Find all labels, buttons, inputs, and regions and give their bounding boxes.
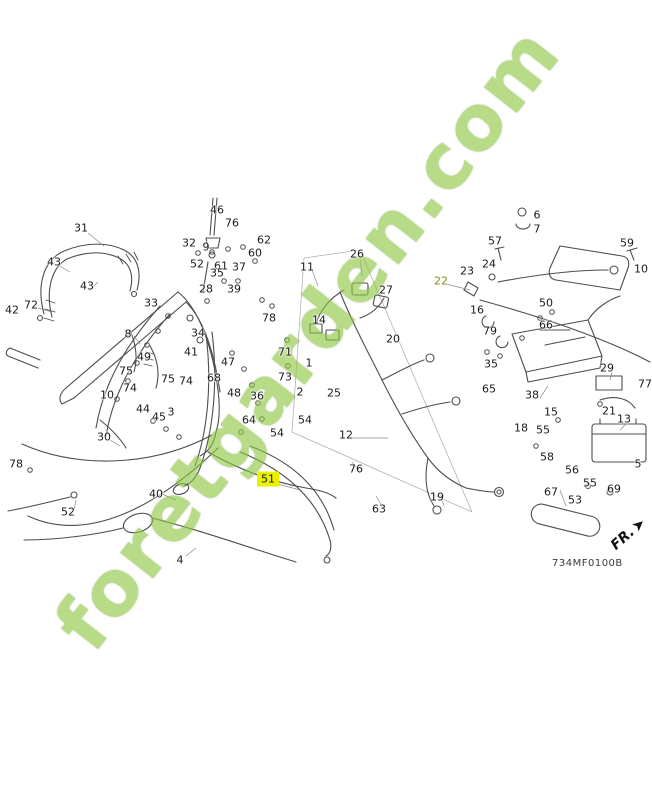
part-number-label: 18 (514, 421, 528, 435)
part-number-label: 55 (583, 476, 597, 490)
part-number-label: 76 (225, 216, 239, 230)
part-number-label: 21 (602, 404, 616, 418)
part-number-label: 44 (136, 402, 150, 416)
part-number-label: 52 (190, 257, 204, 271)
part-number-label: 67 (544, 485, 558, 499)
part-number-label: 54 (298, 413, 312, 427)
part-number-label: 59 (620, 236, 634, 250)
part-number-label: 33 (144, 296, 158, 310)
part-number-label: 78 (262, 311, 276, 325)
part-number-label: 11 (300, 260, 314, 274)
part-number-label: 47 (221, 355, 235, 369)
part-number-label: 20 (386, 332, 400, 346)
part-number-label: 34 (191, 326, 205, 340)
part-number-label: 54 (270, 426, 284, 440)
part-number-label: 8 (124, 327, 132, 341)
part-number-label: 30 (97, 430, 111, 444)
part-number-label: 74 (123, 381, 137, 395)
part-number-label: 49 (137, 350, 151, 364)
part-number-label: 75 (161, 372, 175, 386)
part-number-label: 73 (278, 370, 292, 384)
part-number-label: 38 (525, 388, 539, 402)
part-number-label: 77 (638, 377, 652, 391)
part-number-label: 1 (305, 356, 313, 370)
part-number-label: 37 (232, 260, 246, 274)
part-number-label: 58 (540, 450, 554, 464)
part-number-label: 16 (470, 303, 484, 317)
part-number-label: 19 (430, 490, 444, 504)
part-number-label: 32 (182, 236, 196, 250)
part-number-label: 46 (210, 203, 224, 217)
part-number-label: 13 (617, 412, 631, 426)
part-number-label: 55 (536, 423, 550, 437)
part-number-label: 42 (5, 303, 19, 317)
part-number-label: 23 (460, 264, 474, 278)
part-number-label: 50 (539, 296, 553, 310)
part-number-label: 45 (152, 410, 166, 424)
part-number-label: 72 (24, 298, 38, 312)
part-number-label: 6 (533, 208, 541, 222)
part-number-label: 79 (483, 324, 497, 338)
part-number-label: 26 (350, 247, 364, 261)
part-number-label: 22 (434, 274, 448, 288)
part-number-label: 36 (250, 389, 264, 403)
part-number-label: 3 (167, 405, 175, 419)
part-number-label: 14 (312, 313, 326, 327)
part-number-label: 4 (176, 553, 184, 567)
part-number-label: 35 (210, 266, 224, 280)
part-number-label: 15 (544, 405, 558, 419)
part-number-label: 52 (61, 505, 75, 519)
part-number-label: 31 (74, 221, 88, 235)
part-number-label: 60 (248, 246, 262, 260)
part-number-label: 39 (227, 282, 241, 296)
part-number-label: 7 (533, 222, 541, 236)
part-number-label: 28 (199, 282, 213, 296)
part-number-label: 35 (484, 357, 498, 371)
part-number-label: 43 (80, 279, 94, 293)
part-number-label: 74 (179, 374, 193, 388)
part-number-label: 5 (634, 457, 642, 471)
part-number-label: 64 (242, 413, 256, 427)
part-number-label: 27 (379, 283, 393, 297)
part-number-label: 76 (349, 462, 363, 476)
part-number-label: 2 (296, 385, 304, 399)
part-number-label: 29 (600, 361, 614, 375)
part-number-label: 41 (184, 345, 198, 359)
part-number-label: 25 (327, 386, 341, 400)
diagram-code: 734MF0100B (552, 558, 623, 569)
part-number-label: 24 (482, 257, 496, 271)
part-number-label: 71 (278, 345, 292, 359)
part-number-label: 68 (207, 371, 221, 385)
part-number-label: 57 (488, 234, 502, 248)
part-number-label: 66 (539, 318, 553, 332)
part-number-label: 63 (372, 502, 386, 516)
part-number-label: 40 (149, 487, 163, 501)
part-number-label: 10 (100, 388, 114, 402)
part-number-label: 78 (9, 457, 23, 471)
part-number-label: 53 (568, 493, 582, 507)
part-number-label: 75 (119, 364, 133, 378)
part-number-label: 62 (257, 233, 271, 247)
part-number-label: 43 (47, 255, 61, 269)
part-number-label: 56 (565, 463, 579, 477)
part-number-label: 48 (227, 386, 241, 400)
part-number-label: 12 (339, 428, 353, 442)
part-number-label: 9 (202, 240, 210, 254)
part-number-label: 51 (257, 471, 279, 487)
part-number-label: 61 (214, 259, 228, 273)
part-number-label: 65 (482, 382, 496, 396)
part-number-label: 69 (607, 482, 621, 496)
part-number-label: 10 (634, 262, 648, 276)
